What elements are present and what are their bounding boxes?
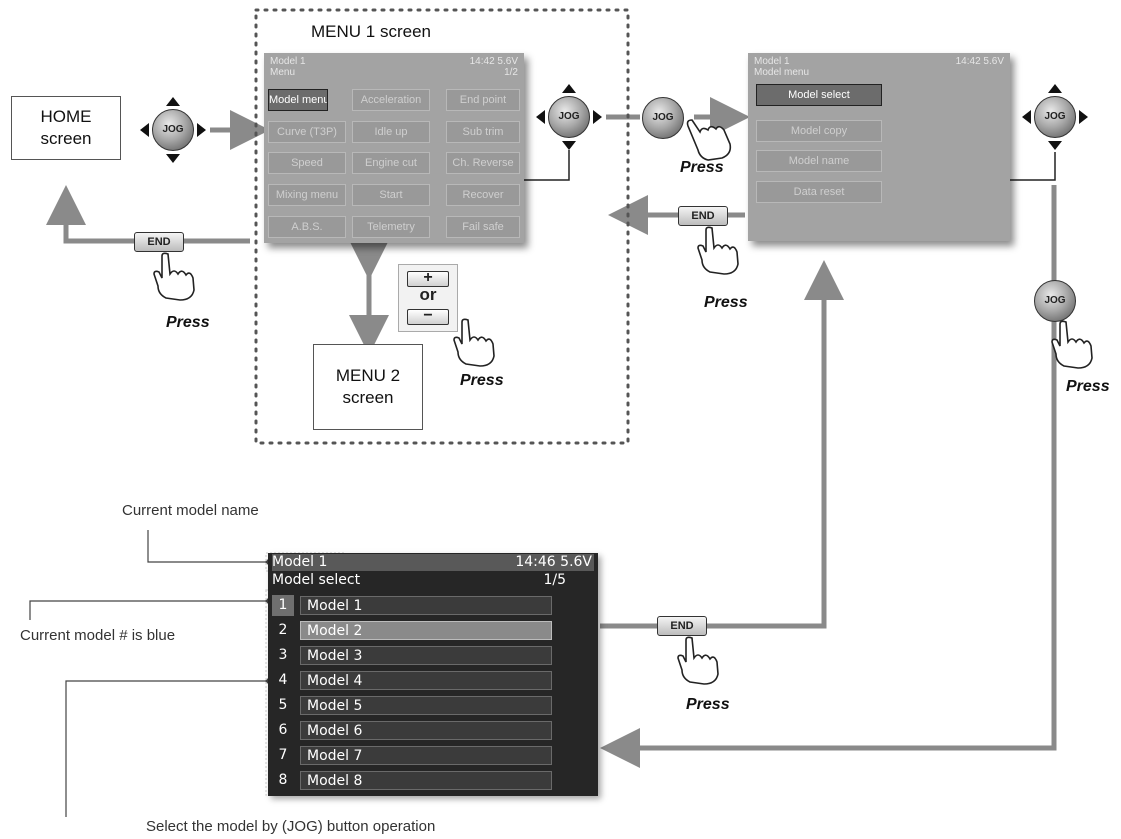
model-row[interactable]: 3 Model 3 [272, 645, 554, 666]
model-number: 5 [278, 697, 288, 713]
menu-cell[interactable]: Idle up [352, 121, 430, 143]
menu-cell[interactable]: A.B.S. [268, 216, 346, 238]
jog-dial-menu1[interactable]: JOG [536, 84, 602, 150]
jog-dial-model-menu[interactable]: JOG [1022, 84, 1088, 150]
hand-press-icon [677, 636, 719, 685]
model-name: Model 6 [300, 721, 552, 740]
menu-cell[interactable]: Model menu [268, 89, 328, 111]
current-model-name: Model 1 [272, 554, 328, 570]
home-box-line2: screen [40, 129, 92, 148]
menu1-title: MENU 1 screen [311, 22, 431, 41]
model-row[interactable]: 6 Model 6 [272, 720, 554, 741]
menu-cell[interactable]: Mixing menu [268, 184, 346, 206]
end-button-home[interactable]: END [134, 232, 184, 252]
menu2-box-line2: screen [342, 388, 394, 407]
status-time-voltage: 14:46 5.6V [515, 554, 592, 570]
model-menu-item[interactable]: Model select [756, 84, 882, 106]
press-label: Press [1066, 378, 1110, 395]
menu-cell[interactable]: Sub trim [446, 121, 520, 143]
model-number: 6 [278, 722, 288, 738]
menu-cell[interactable]: End point [446, 89, 520, 111]
model-number: 3 [278, 647, 288, 663]
menu-cell[interactable]: Recover [446, 184, 520, 206]
plus-minus-keys: + or − [398, 264, 458, 332]
end-button-model-select[interactable]: END [657, 616, 707, 636]
jog-button-icon: JOG [548, 96, 590, 138]
model-select-page: 1/5 [543, 572, 566, 588]
callout-current-model-name: Current model name [122, 502, 259, 519]
menu2-screen-box: MENU 2 screen [313, 344, 423, 430]
model-number: 7 [278, 747, 288, 763]
jog-dial-home[interactable]: JOG [140, 97, 206, 163]
menu-cell[interactable]: Telemetry [352, 216, 430, 238]
hand-press-icon [453, 318, 495, 367]
model-row[interactable]: 4 Model 4 [272, 670, 554, 691]
model-select-screen: Model 1 14:46 5.6V Model select 1/5 1 Mo… [268, 553, 598, 796]
model-menu-title: Model menu [754, 67, 810, 78]
jog-press-button[interactable]: JOG [1034, 280, 1076, 322]
callout-current-model-blue: Current model # is blue [20, 627, 176, 644]
model-name: Model 5 [300, 696, 552, 715]
menu-cell[interactable]: Curve (T3P) [268, 121, 346, 143]
or-label: or [419, 285, 437, 304]
model-name: Model 3 [300, 646, 552, 665]
hand-press-icon [686, 119, 732, 161]
model-row[interactable]: 7 Model 7 [272, 745, 554, 766]
jog-button-icon: JOG [1034, 96, 1076, 138]
model-name: Model 4 [300, 671, 552, 690]
hand-press-icon [697, 226, 739, 275]
model-menu-header: Model 1 Model menu 14:42 5.6V [754, 56, 1004, 78]
model-menu-time: 14:42 5.6V [955, 56, 1004, 67]
press-label: Press [686, 696, 730, 713]
model-menu-item[interactable]: Model copy [756, 120, 882, 142]
model-menu-model-name: Model 1 [754, 56, 790, 67]
minus-key[interactable]: − [407, 308, 449, 325]
model-menu-screen: Model 1 Model menu 14:42 5.6V Model sele… [748, 53, 1010, 241]
model-row[interactable]: 2 Model 2 [272, 620, 554, 641]
model-number: 2 [278, 622, 288, 638]
menu-cell[interactable]: Ch. Reverse [446, 152, 520, 174]
model-row[interactable]: 5 Model 5 [272, 695, 554, 716]
menu-cell[interactable]: Engine cut [352, 152, 430, 174]
menu1-header: Model 1 Menu 14:42 5.6V 1/2 [270, 56, 518, 78]
home-box-line1: HOME [40, 107, 92, 126]
jog-button-icon: JOG [152, 109, 194, 151]
model-name: Model 8 [300, 771, 552, 790]
menu-cell[interactable]: Fail safe [446, 216, 520, 238]
model-number: 8 [278, 772, 288, 788]
model-number: 1 [272, 595, 294, 616]
model-name: Model 2 [300, 621, 552, 640]
press-label: Press [460, 372, 504, 389]
model-select-status-bar: Model 1 14:46 5.6V [272, 554, 594, 571]
model-name: Model 7 [300, 746, 552, 765]
menu1-model-name: Model 1 [270, 56, 306, 67]
model-row[interactable]: 1 Model 1 [272, 595, 554, 616]
model-select-title: Model select [272, 572, 361, 588]
home-screen-box: HOME screen [11, 96, 121, 160]
end-button-model-menu[interactable]: END [678, 206, 728, 226]
model-row[interactable]: 8 Model 8 [272, 770, 554, 791]
menu-cell[interactable]: Speed [268, 152, 346, 174]
model-menu-item[interactable]: Data reset [756, 181, 882, 203]
callout-select-model: Select the model by (JOG) button operati… [146, 818, 436, 835]
press-label: Press [704, 294, 748, 311]
menu1-time: 14:42 5.6V [469, 56, 518, 67]
menu-cell[interactable]: Acceleration [352, 89, 430, 111]
press-label: Press [680, 159, 724, 176]
menu1-page: 1/2 [504, 67, 518, 78]
menu2-box-line1: MENU 2 [335, 366, 401, 385]
hand-press-icon [153, 252, 195, 301]
menu1-screen: Model 1 Menu 14:42 5.6V 1/2 Model menu A… [264, 53, 524, 243]
press-label: Press [166, 314, 210, 331]
model-menu-item[interactable]: Model name [756, 150, 882, 172]
menu1-screen-title: Menu [270, 67, 296, 78]
plus-key[interactable]: + [407, 270, 449, 287]
model-name: Model 1 [300, 596, 552, 615]
menu-cell[interactable]: Start [352, 184, 430, 206]
jog-press-button[interactable]: JOG [642, 97, 684, 139]
model-number: 4 [278, 672, 288, 688]
model-select-title-bar: Model select 1/5 [272, 572, 594, 588]
hand-press-icon [1051, 320, 1093, 369]
